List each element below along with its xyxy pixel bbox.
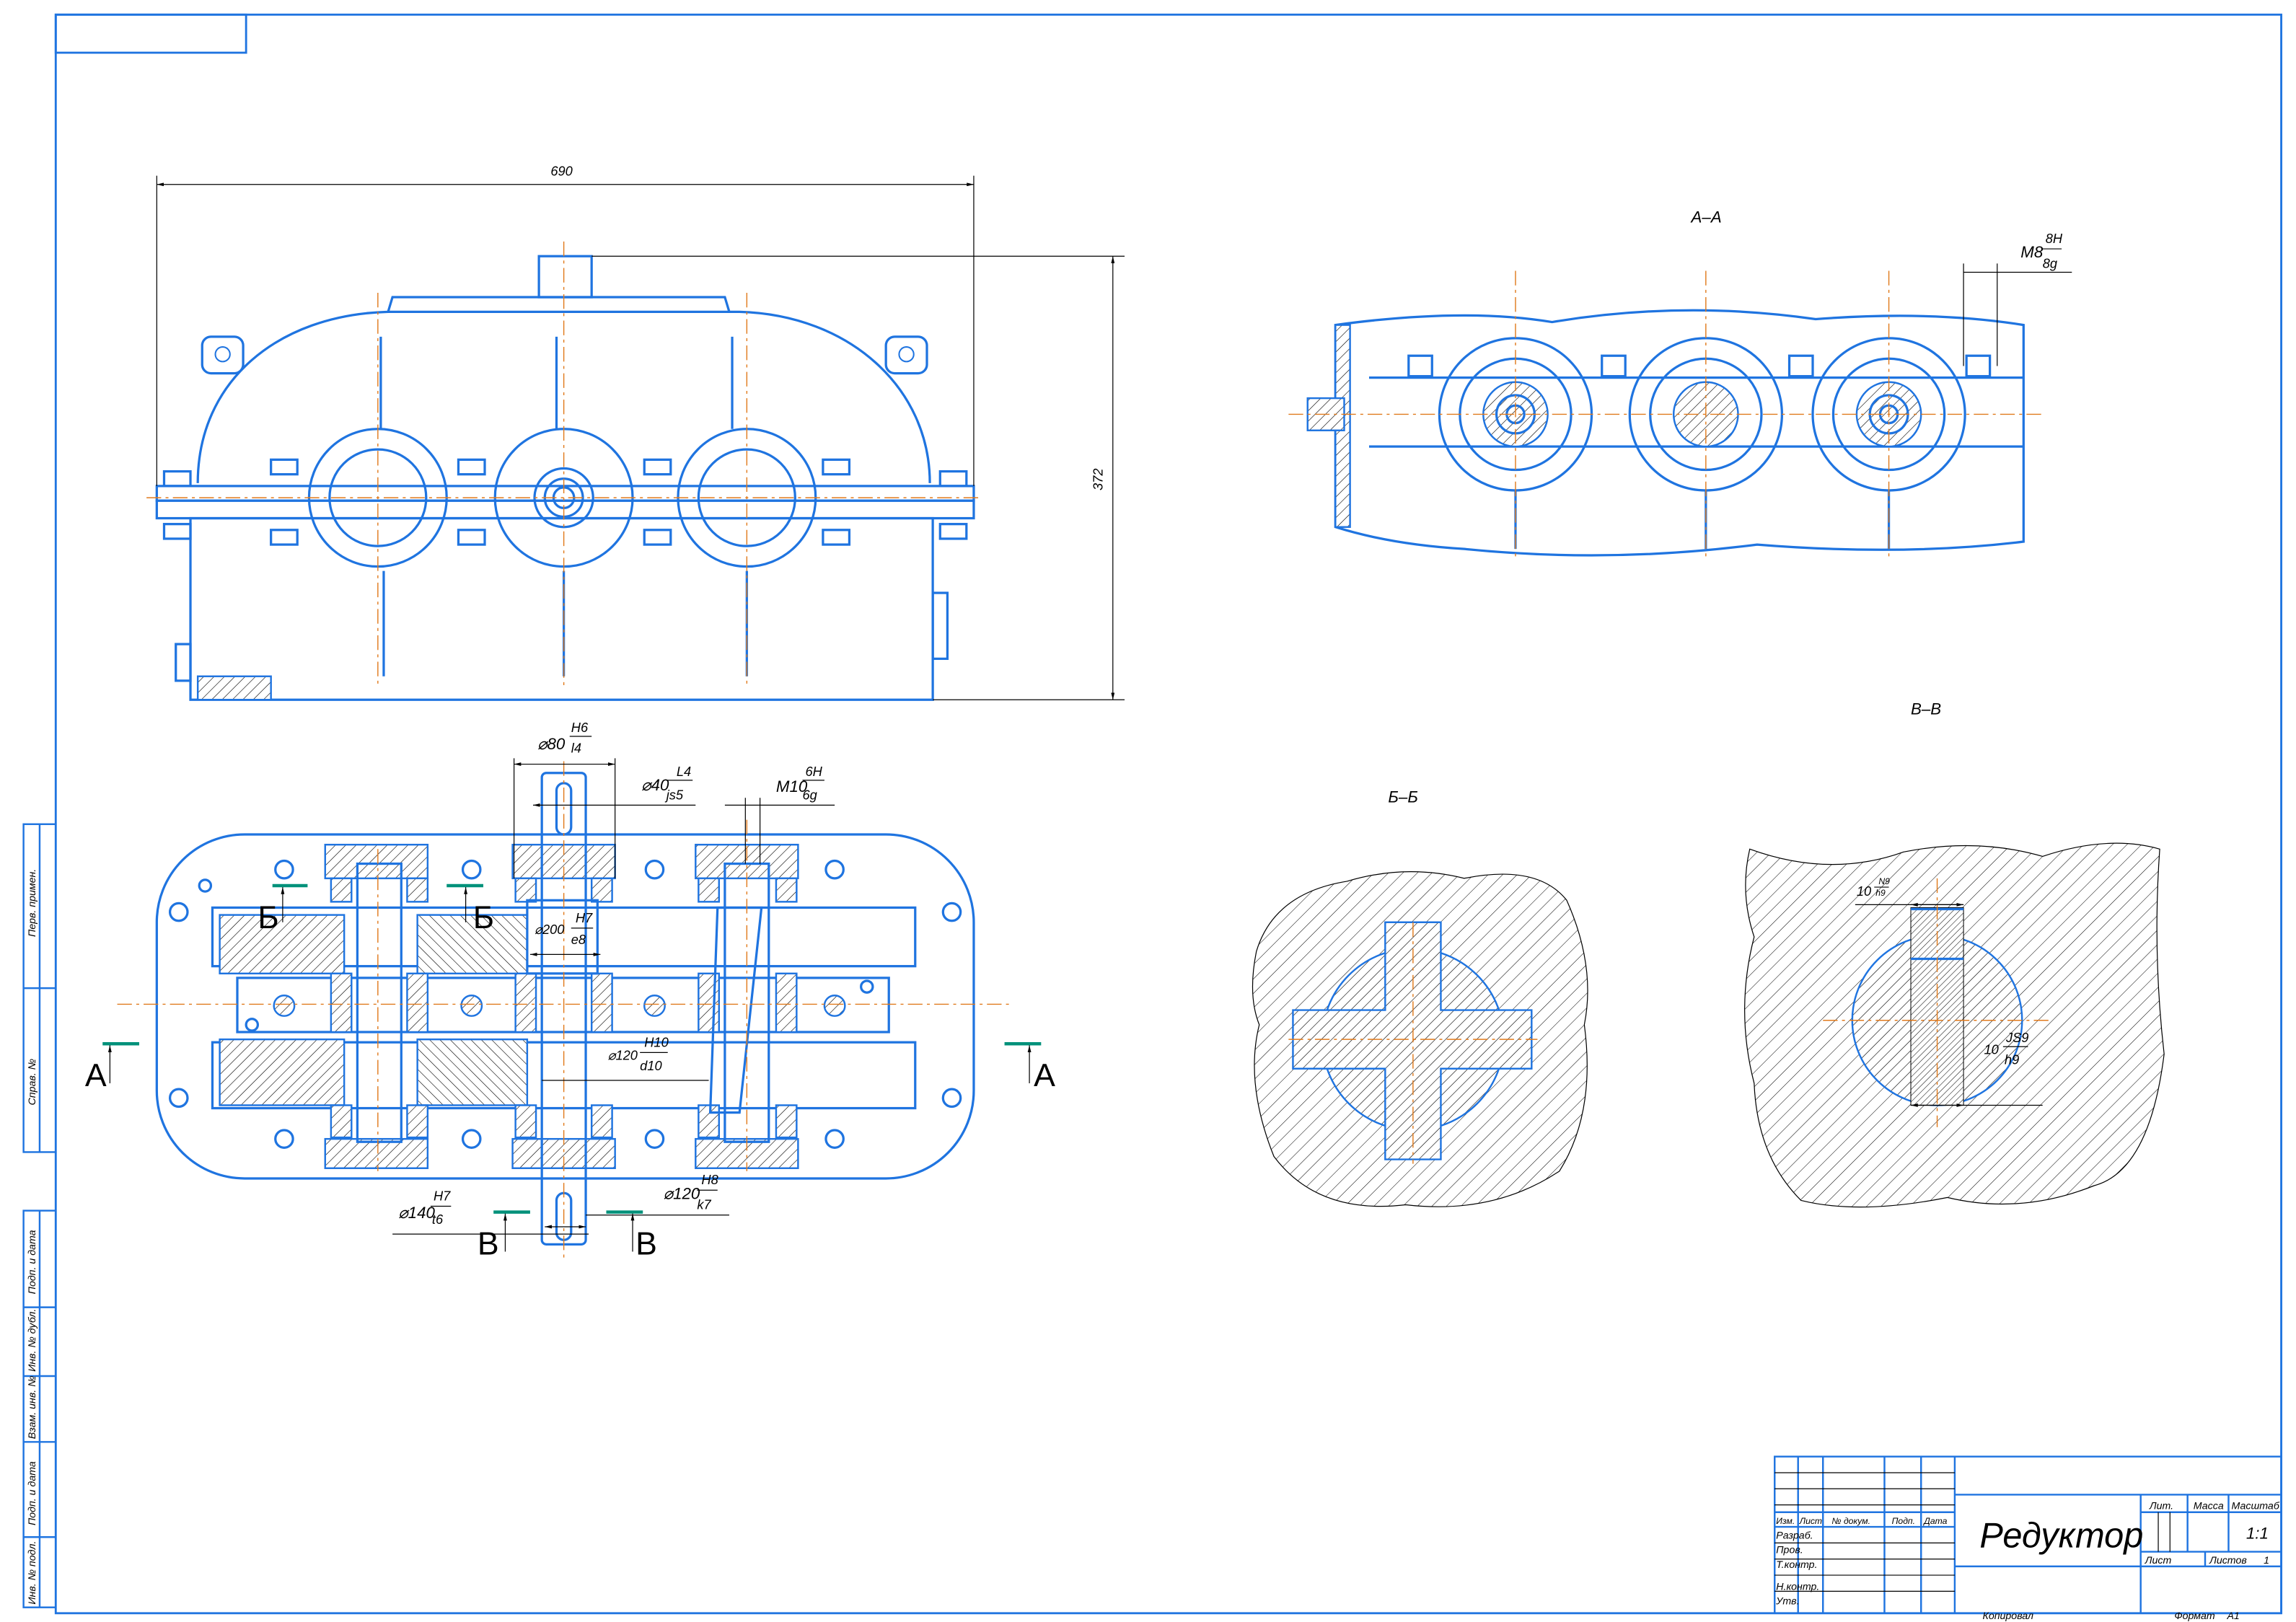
section-mark-b-left: Б [258,900,278,935]
dimension-text: ⌀200 [535,922,564,937]
dimension-text: ⌀120 [664,1184,700,1202]
top-left-stamp-box [54,13,247,54]
dimension-text: N9 [1878,876,1890,886]
dimension-text: 6H [806,764,823,779]
fit-phi40: ⌀40 L4 js5 [641,764,693,802]
tb-sheets-value: 1 [2264,1555,2269,1566]
dimension-text: H7 [576,910,593,925]
dimension-text: JS9 [2005,1030,2028,1045]
drawing-title: Редуктор [1979,1516,2143,1555]
stamp-vzam-inv: Взам. инв. № [27,1376,38,1440]
fit-phi120-d10: ⌀120 H10 d10 [608,1034,669,1072]
dimension-text: ⌀120 [608,1048,638,1063]
stamp-sprav-no: Справ. № [27,1059,38,1106]
section-mark-v-left: В [478,1227,499,1262]
tb-scale-label: Масштаб [2232,1501,2280,1512]
dimension-text: 10 [1984,1041,1999,1057]
stamp-podp-data-1: Подп. и дата [27,1230,38,1294]
section-v-v-title: В–В [1911,700,1941,718]
title-block: Изм. Лист № докум. Подп. Дата Разраб. Пр… [1774,1455,2282,1622]
section-a-a-title: А–А [1690,208,1722,226]
plan-bolt-holes [168,859,962,1149]
dimension-text: l4 [571,740,581,755]
section-b-b-title: Б–Б [1388,788,1417,806]
dimension-text: 8g [2043,255,2057,270]
fit-key-js9: 10 JS9 h9 [1984,1030,2029,1067]
section-mark-b-right: Б [473,900,494,935]
front-view [146,241,982,701]
tb-role-nkontr: Н.контр. [1776,1581,1819,1592]
dimension-text: 6g [802,787,817,802]
tb-role-razrab: Разраб. [1776,1530,1813,1541]
dimension-text: H10 [644,1034,668,1049]
dim-height: 372 [1091,469,1106,490]
dimension-text: 10 [1857,883,1871,899]
tb-header-list: Лист [1799,1516,1822,1526]
tb-header-izm: Изм. [1776,1516,1795,1526]
dimension-text: k7 [697,1197,711,1212]
format-label: Формат [2174,1610,2215,1622]
tb-lit-label: Лит. [2149,1501,2173,1512]
tb-header-data: Дата [1922,1516,1947,1526]
tb-role-prov: Пров. [1776,1545,1803,1556]
dimension-text: h9 [1875,888,1886,898]
tb-role-utv: Утв. [1775,1596,1799,1608]
dimension-text: H7 [434,1188,451,1203]
section-mark-a-right: А [1034,1058,1055,1093]
bearings [330,877,798,1139]
stamp-inv-dubl: Инв. № дубл. [27,1309,38,1372]
dimension-text: H8 [701,1172,718,1187]
dimension-text: d10 [640,1058,661,1073]
dimension-text: t6 [432,1212,444,1227]
dim-width: 690 [550,164,572,179]
dimension-text: e8 [571,932,586,947]
dimension-text: h9 [2005,1052,2019,1067]
dimension-text: ⌀40 [641,776,669,794]
dimension-text: M8 [2020,243,2044,261]
dimension-text: L4 [677,764,691,779]
side-stamp: Перв. примен. Справ. № Подп. и дата Инв.… [22,823,57,1608]
bearing-housings [219,843,799,1169]
dimension-text: ⌀80 [537,735,566,753]
fit-phi80: ⌀80 H6 l4 [537,720,592,755]
dimension-text: js5 [664,787,684,802]
tb-scale-value: 1:1 [2246,1524,2269,1542]
dimension-text: 8H [2046,231,2063,246]
fit-phi200: ⌀200 H7 e8 [535,910,594,947]
tb-header-podp: Подп. [1892,1516,1915,1526]
stamp-inv-podl: Инв. № подл. [27,1541,38,1605]
section-b-b: Б–Б [1252,788,1588,1207]
section-mark-v-right: В [635,1227,657,1262]
format-value: A1 [2226,1610,2239,1622]
tb-sheets-label: Листов [2209,1555,2247,1566]
tb-header-doc: № докум. [1831,1516,1870,1526]
dimension-text: H6 [571,720,589,735]
dimension-text: ⌀140 [398,1204,435,1222]
tb-sheet-label: Лист [2145,1555,2172,1566]
bolts-front [162,458,968,546]
section-marks: А А Б Б В В [85,883,1055,1262]
copied-label: Копировал [1982,1610,2033,1622]
stamp-podp-data-2: Подп. и дата [27,1461,38,1525]
tb-role-tkontr: Т.контр. [1776,1559,1817,1571]
plan-view [117,761,1011,1259]
sheet-frame [54,13,2282,1615]
fit-key-n9: 10 N9 h9 [1857,876,1890,899]
front-dimensions: 690 372 [156,164,1125,700]
stamp-perv-primen: Перв. примен. [27,869,38,937]
section-mark-a-left: А [85,1058,107,1093]
tb-mass-label: Масса [2194,1501,2224,1512]
